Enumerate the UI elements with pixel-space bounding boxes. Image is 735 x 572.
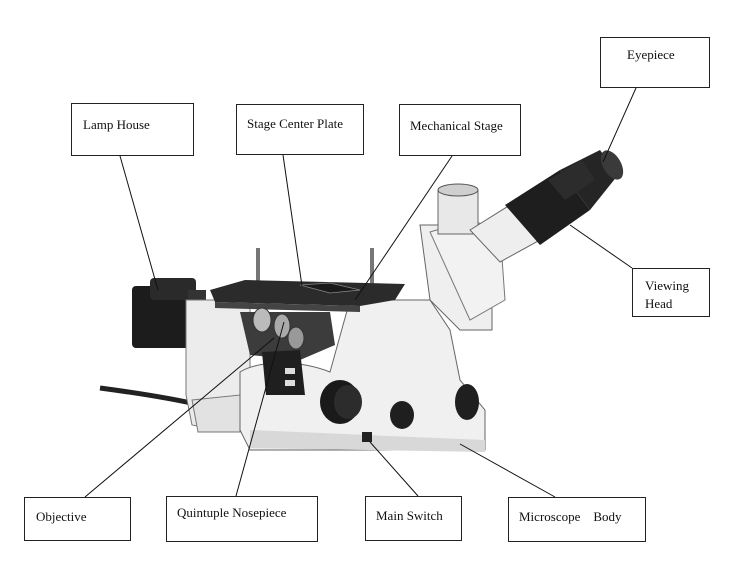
label-quintuple-nosepiece-text: Quintuple Nosepiece (177, 505, 287, 520)
label-lamp-house: Lamp House (71, 103, 194, 156)
leader-lines (84, 87, 637, 498)
label-microscope-body: Microscope Body (508, 497, 646, 542)
label-mechanical-stage: Mechanical Stage (399, 104, 521, 156)
label-viewing-head-line2: Head (645, 295, 673, 311)
label-main-switch: Main Switch (365, 496, 462, 541)
label-microscope-body-text: Microscope Body (519, 509, 622, 524)
main-switch (362, 432, 372, 442)
label-eyepiece-text: Eyepiece (627, 47, 675, 62)
power-cable (99, 385, 201, 408)
label-eyepiece: Eyepiece (600, 37, 710, 88)
eyepieces (505, 150, 624, 245)
stage (210, 248, 405, 312)
label-lamp-house-text: Lamp House (83, 117, 150, 132)
label-objective-text: Objective (36, 509, 87, 524)
label-viewing-head: Viewing Head (632, 268, 710, 317)
label-viewing-head-line1: Viewing (645, 278, 689, 293)
label-quintuple-nosepiece: Quintuple Nosepiece (166, 496, 318, 542)
label-main-switch-text: Main Switch (376, 508, 443, 523)
nosepiece (240, 307, 335, 395)
label-stage-center-plate-text: Stage Center Plate (247, 116, 344, 131)
label-stage-center-plate: Stage Center Plate (236, 104, 364, 155)
label-mechanical-stage-text: Mechanical Stage (410, 118, 503, 133)
label-objective: Objective (24, 497, 131, 541)
microscope-body-shape (185, 183, 541, 452)
focus-knobs (320, 380, 479, 429)
